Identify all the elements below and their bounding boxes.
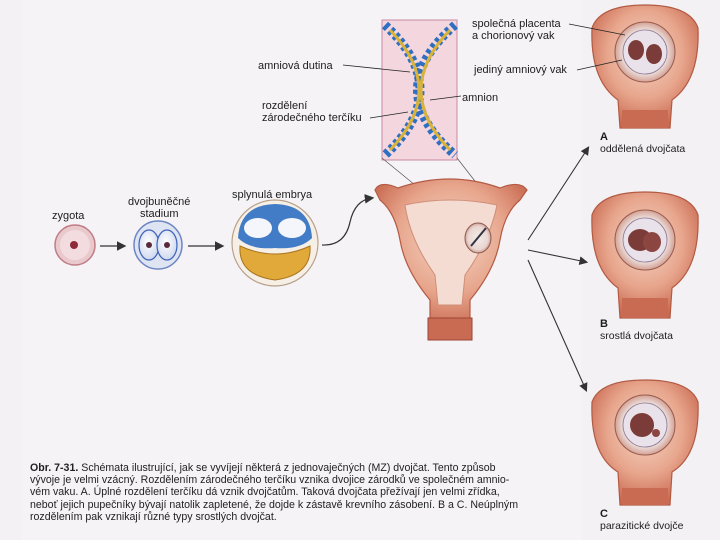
disc-division-label-line2: zárodečného terčíku — [262, 112, 362, 124]
caption-line-5: rozdělením pak vznikají různé typy srost… — [30, 510, 277, 523]
common-placenta-label-line2: a chorionový vak — [472, 30, 555, 42]
caption-line-4: neboť jejich pupečníky bývají natolik za… — [30, 498, 519, 511]
arrow-to-outcome-c — [527, 259, 588, 393]
single-amniotic-sac-label: jediný amniový vak — [474, 64, 567, 76]
fused-embryo-illustration — [231, 199, 319, 287]
amnion-label: amnion — [462, 92, 499, 104]
zygote-label: zygota — [52, 210, 85, 222]
amniotic-cavity-label: amniová dutina — [258, 60, 333, 72]
outcome-a-letter: A — [600, 131, 608, 143]
zygote-illustration — [54, 224, 96, 266]
common-placenta-label-line1: společná placenta — [472, 18, 561, 30]
two-cell-label-line2: stadium — [140, 208, 179, 220]
outcome-b-uterus — [591, 191, 699, 319]
two-cell-label-line1: dvojbuněčné — [128, 196, 191, 208]
caption-line-1-text: Schémata ilustrující, jak se vyvíjejí ně… — [81, 462, 496, 474]
outcome-b-label: srostlá dvojčata — [600, 330, 673, 342]
fused-embryo-label: splynulá embrya — [232, 189, 313, 201]
arrow-fused-to-uterus — [321, 194, 375, 246]
arrow-to-outcome-b — [527, 249, 589, 265]
outcome-a-uterus — [568, 4, 699, 129]
caption-line-3: vém vaku. A. Úplné rozdělení terčíku dá … — [30, 486, 500, 499]
disc-division-label-line1: rozdělení — [262, 100, 308, 112]
caption-line-2: vývoje je velmi vzácný. Rozdělením zárod… — [30, 474, 510, 487]
outcome-c-uterus — [591, 379, 699, 506]
caption-line-1: Obr. 7-31. Schémata ilustrující, jak se … — [30, 462, 590, 474]
outcome-c-label: parazitické dvojče — [600, 520, 684, 532]
outcome-a-label: oddělená dvojčata — [600, 143, 686, 155]
two-cell-illustration — [133, 220, 183, 270]
outcome-c-letter: C — [600, 508, 608, 520]
caption-figure-number: Obr. 7-31. — [30, 462, 79, 474]
figure-caption: Obr. 7-31. Schémata ilustrující, jak se … — [30, 462, 590, 523]
arrow-to-outcome-a — [527, 146, 590, 241]
disc-division-inset — [342, 19, 479, 231]
central-uterus-illustration — [374, 178, 528, 341]
outcome-b-letter: B — [600, 318, 608, 330]
